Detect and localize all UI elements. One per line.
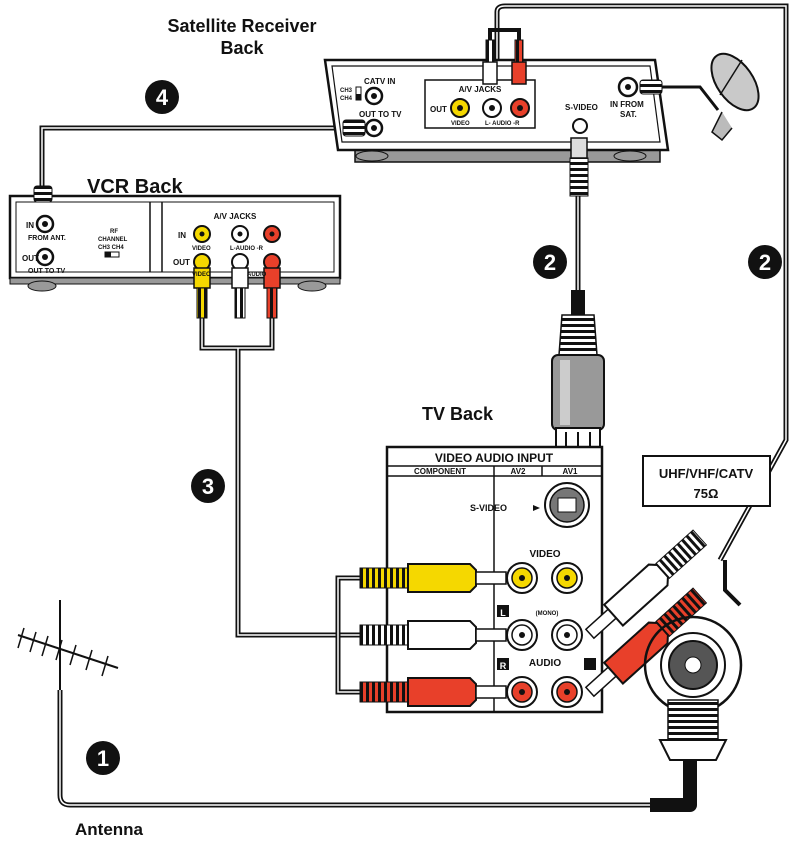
satellite-dish-icon: [710, 52, 760, 142]
sat-video: VIDEO: [451, 121, 470, 127]
tv-s-video: S-VIDEO: [470, 503, 507, 513]
tv-video-audio-input: VIDEO AUDIO INPUT: [435, 451, 554, 465]
vcr-av-in: IN: [178, 231, 186, 240]
vcr-l-audio-r: L-AUDIO -R: [230, 246, 264, 252]
sat-out: OUT: [430, 105, 447, 114]
vcr-channel: CHANNEL: [98, 237, 128, 243]
tv-uhf: UHF/VHF/CATV: [659, 466, 754, 481]
sat-ch4: CH4: [340, 96, 353, 102]
tv-ohm: 75Ω: [694, 486, 719, 501]
vcr-av-jacks: A/V JACKS: [214, 212, 257, 221]
sat-catv-in: CATV IN: [364, 77, 396, 86]
vcr-rf: RF: [110, 229, 118, 235]
step-4-badge: [145, 80, 179, 114]
step-2-left-number: 2: [544, 250, 556, 275]
vcr-in: IN: [26, 221, 34, 230]
step-2-right-number: 2: [759, 250, 771, 275]
satellite-receiver: [323, 28, 720, 197]
s-video-arrow-icon: [533, 505, 540, 511]
vcr-ch3-ch4: CH3 CH4: [98, 245, 124, 251]
vcr: [8, 185, 342, 319]
antenna-title: Antenna: [75, 820, 144, 839]
vcr-av-out: OUT: [173, 258, 190, 267]
tv-mono: (MONO): [536, 611, 559, 617]
step-4-number: 4: [156, 85, 169, 110]
svideo-plug: [551, 290, 605, 459]
sat-in-from: IN FROM: [610, 100, 644, 109]
step-3-badge: [191, 469, 225, 503]
vcr-title: VCR Back: [87, 176, 183, 198]
tv-av2: AV2: [511, 467, 527, 476]
step-1-number: 1: [97, 746, 109, 771]
sat-ch3: CH3: [340, 88, 353, 94]
tv-l: L: [500, 608, 506, 618]
rf-jack-tv: [643, 615, 743, 761]
antenna-icon: [17, 600, 119, 690]
tv-video: VIDEO: [529, 549, 560, 560]
step-1-badge: [86, 741, 120, 775]
sat-out-to-tv: OUT TO TV: [359, 110, 402, 119]
step-2-left-badge: [533, 245, 567, 279]
rca-plugs-av2: [359, 563, 507, 707]
vcr-from-ant: FROM ANT.: [28, 235, 66, 242]
step-3-number: 3: [202, 474, 214, 499]
satellite-title-line2: Back: [220, 38, 264, 58]
rca-plugs-av1: [584, 529, 708, 640]
satellite-title-line1: Satellite Receiver: [167, 16, 316, 36]
tv-title: TV Back: [422, 404, 494, 424]
vcr-video2: VIDEO: [192, 272, 211, 278]
sat-s-video: S-VIDEO: [565, 103, 598, 112]
tv-av1: AV1: [563, 467, 579, 476]
sat-l-audio-r: L- AUDIO -R: [485, 121, 520, 127]
tv-r: R: [500, 661, 507, 671]
sat-av-jacks: A/V JACKS: [459, 85, 502, 94]
sat-sat: SAT.: [620, 110, 637, 119]
tv-component: COMPONENT: [414, 467, 466, 476]
tv-audio: AUDIO: [529, 658, 561, 669]
vcr-out-to-tv: OUT TO TV: [28, 268, 66, 275]
vcr-audio: AUDIO: [247, 272, 267, 278]
vcr-video: VIDEO: [192, 246, 211, 252]
step-2-right-badge: [748, 245, 782, 279]
vcr-out: OUT: [22, 254, 39, 263]
uhf-label-box: [642, 455, 771, 507]
